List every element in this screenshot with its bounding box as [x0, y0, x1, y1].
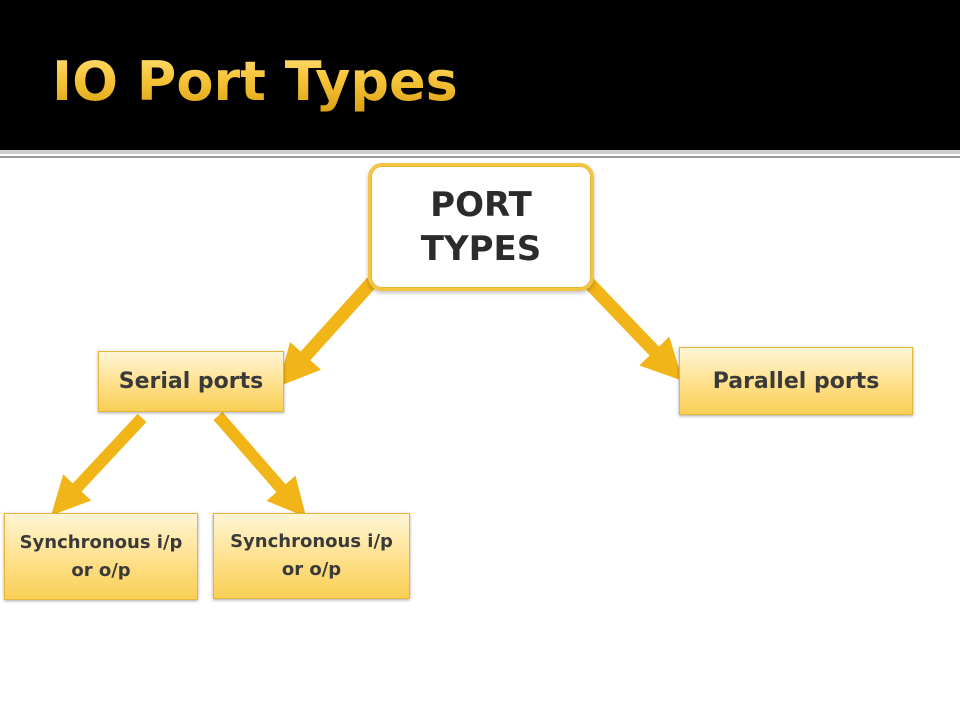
- node-serial-ports-label: Serial ports: [118, 369, 264, 394]
- node-parallel-ports: Parallel ports: [679, 347, 913, 415]
- slide-title: IO Port Types: [52, 50, 458, 113]
- root-node-label: PORT TYPES: [420, 185, 542, 269]
- node-synchronous-2-label: Synchronous i/p or o/p: [230, 531, 393, 580]
- node-serial-ports: Serial ports: [98, 351, 284, 412]
- root-node-port-types: PORT TYPES: [368, 163, 594, 291]
- title-bar: IO Port Types: [0, 0, 960, 150]
- arrow-root-to-serial: [277, 277, 377, 387]
- node-parallel-ports-label: Parallel ports: [712, 368, 880, 394]
- node-synchronous-2: Synchronous i/p or o/p: [213, 513, 410, 599]
- title-divider-thin: [0, 156, 960, 158]
- arrow-serial-to-sync1: [51, 413, 147, 516]
- node-synchronous-1-label: Synchronous i/p or o/p: [19, 531, 183, 581]
- arrow-serial-to-sync2: [213, 412, 307, 518]
- node-synchronous-1: Synchronous i/p or o/p: [4, 513, 198, 600]
- arrow-root-to-parallel: [583, 277, 684, 382]
- title-divider: [0, 150, 960, 154]
